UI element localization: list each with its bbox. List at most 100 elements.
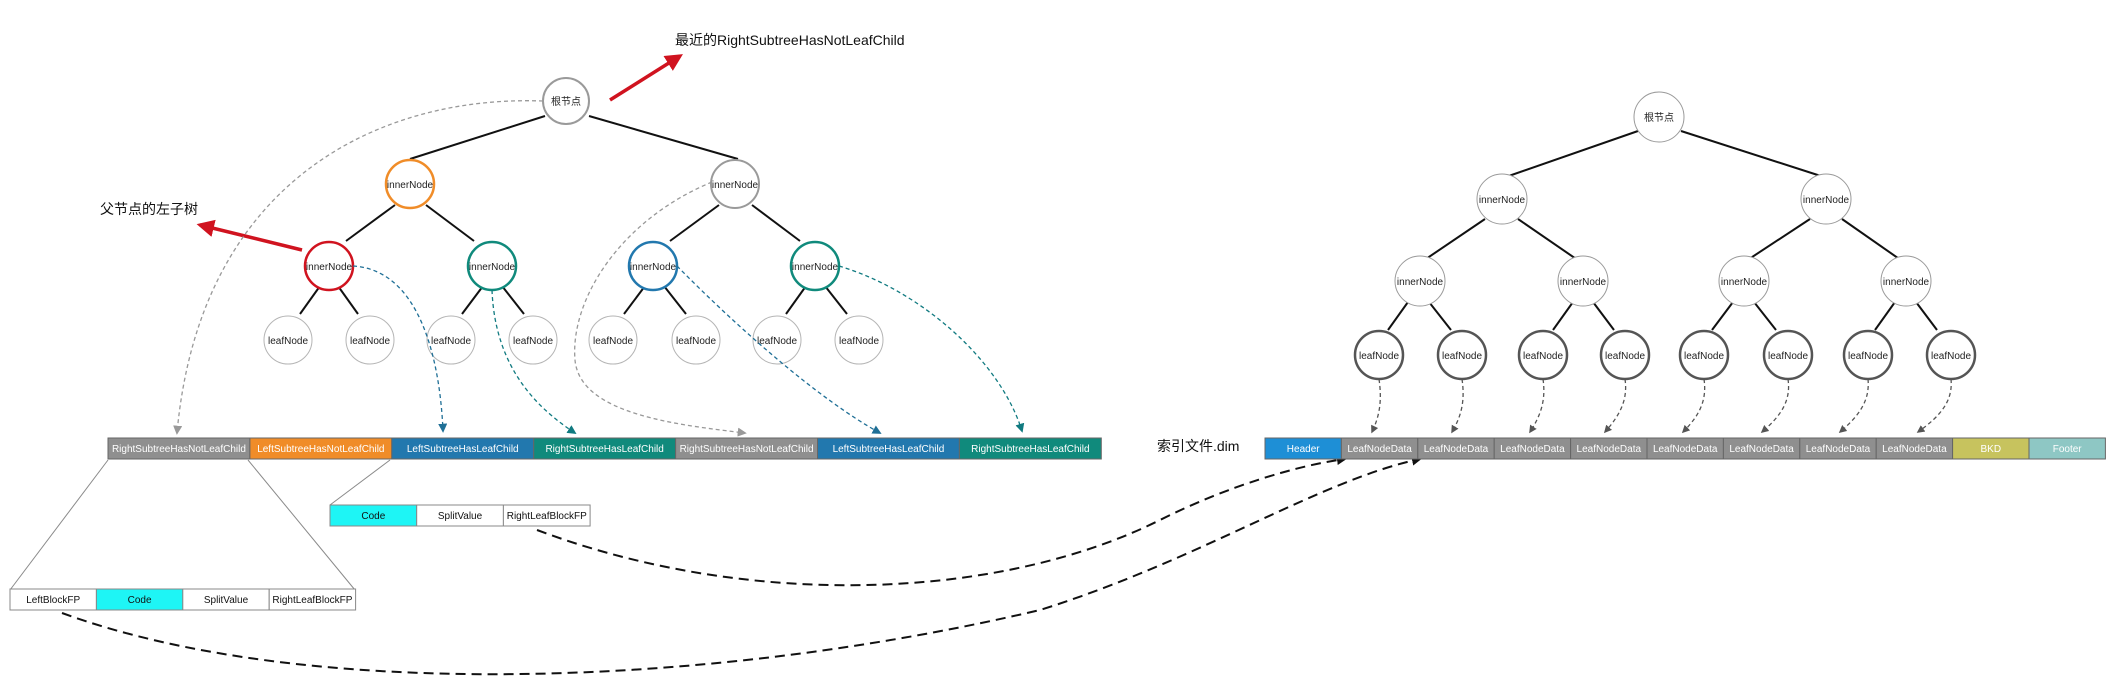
bar-cell: LeafNodeData bbox=[1646, 437, 1724, 460]
bar-cell-label: LeafNodeData bbox=[1577, 444, 1642, 455]
bar-cell-label: SplitValue bbox=[204, 595, 249, 606]
edge bbox=[345, 204, 396, 242]
bar-cell-label: Code bbox=[361, 511, 385, 522]
index-file-bar: Header LeafNodeData LeafNodeData LeafNodeDa… bbox=[1264, 437, 2106, 460]
right-leaf-node: leafNode bbox=[1842, 329, 1894, 381]
bar-cell-bg bbox=[958, 437, 1102, 460]
bar-cell-label: RightSubtreeHasLeafChild bbox=[971, 444, 1089, 455]
left-leaf-node: leafNode bbox=[508, 315, 558, 365]
bar-cell: BKD bbox=[1952, 437, 2030, 460]
node-label: leafNode bbox=[1684, 351, 1724, 362]
left-leaf-node: leafNode bbox=[345, 315, 395, 365]
bar-cell-label: RightLeafBlockFP bbox=[507, 511, 587, 522]
dashed-arrow bbox=[352, 265, 448, 433]
bar-cell: LeftSubtreeHasLeafChild bbox=[391, 437, 535, 460]
bar-cell: LeafNodeData bbox=[1799, 437, 1877, 460]
bar-cell: Code bbox=[329, 504, 418, 527]
bar-cell-label: Footer bbox=[2053, 444, 2083, 455]
node-label: innerNode bbox=[712, 180, 759, 191]
bar-cell-label: RightSubtreeHasNotLeafChild bbox=[112, 444, 246, 455]
node-label: innerNode bbox=[1397, 277, 1444, 288]
bar-cell-bg bbox=[2028, 437, 2106, 460]
edge bbox=[669, 204, 720, 242]
inner-node-detail-bar: Code SplitValue RightLeafBlockFP bbox=[329, 504, 591, 527]
left-leaf-node: leafNode bbox=[263, 315, 313, 365]
node-label: innerNode bbox=[1803, 195, 1850, 206]
bar-cell-label: LeafNodeData bbox=[1653, 444, 1718, 455]
bar-cell-label: RightLeafBlockFP bbox=[272, 595, 352, 606]
bar-cell-label: LeftBlockFP bbox=[26, 595, 80, 606]
bar-cell-label: BKD bbox=[1981, 444, 2002, 455]
edge bbox=[1742, 218, 1811, 264]
bar-cell: RightLeafBlockFP bbox=[268, 588, 357, 611]
edge bbox=[1428, 301, 1452, 331]
right-inner-node: innerNode bbox=[1800, 173, 1852, 225]
dashed-arrow bbox=[1451, 378, 1464, 434]
left-leaf-node: leafNode bbox=[588, 315, 638, 365]
right-leaf-node: leafNode bbox=[1762, 329, 1814, 381]
left-inner-node-red: innerNode bbox=[303, 240, 355, 292]
bar-cell: Code bbox=[95, 588, 184, 611]
edge bbox=[337, 285, 359, 315]
zoom-line bbox=[247, 459, 356, 591]
node-label: leafNode bbox=[1442, 351, 1482, 362]
bar-cell-label: Code bbox=[128, 595, 152, 606]
right-inner-node: innerNode bbox=[1557, 255, 1609, 307]
dashed-arrow bbox=[1916, 378, 1952, 433]
dashed-arrow bbox=[574, 181, 747, 437]
edge bbox=[588, 115, 739, 160]
bar-cell-bg bbox=[502, 504, 591, 527]
bar-cell-label: LeafNodeData bbox=[1882, 444, 1947, 455]
node-label: leafNode bbox=[431, 336, 471, 347]
bar-cell-label: LeafNodeData bbox=[1500, 444, 1565, 455]
left-inner-node-orange: innerNode bbox=[384, 158, 436, 210]
bar-cell: LeftSubtreeHasNotLeafChild bbox=[249, 437, 393, 460]
bar-cell-label: LeafNodeData bbox=[1347, 444, 1412, 455]
right-inner-node: innerNode bbox=[1394, 255, 1446, 307]
edge bbox=[785, 285, 807, 315]
dashed-arrow bbox=[1371, 378, 1381, 434]
zoom-line bbox=[329, 459, 391, 506]
edge bbox=[751, 204, 801, 242]
node-label: leafNode bbox=[839, 336, 879, 347]
left-tree-edges bbox=[299, 115, 848, 315]
edge bbox=[1915, 301, 1938, 331]
node-label: leafNode bbox=[1359, 351, 1399, 362]
bar-cell-label: LeftSubtreeHasNotLeafChild bbox=[257, 444, 384, 455]
edge bbox=[501, 285, 525, 315]
node-label: innerNode bbox=[1560, 277, 1607, 288]
bar-cell: Header bbox=[1264, 437, 1342, 460]
right-leaf-node: leafNode bbox=[1925, 329, 1977, 381]
edge bbox=[425, 204, 475, 242]
bar-cell: Footer bbox=[2028, 437, 2106, 460]
bar-cell: LeafNodeData bbox=[1340, 437, 1419, 460]
right-tree-edges bbox=[1387, 130, 1938, 331]
red-arrow bbox=[196, 219, 303, 252]
bar-cell: RightLeafBlockFP bbox=[502, 504, 591, 527]
edge bbox=[663, 285, 687, 315]
node-label: 根节点 bbox=[551, 95, 581, 108]
bar-cell-bg bbox=[268, 588, 357, 611]
bar-cell-label: SplitValue bbox=[438, 511, 483, 522]
file-pointer-arrows bbox=[61, 455, 1422, 676]
edge bbox=[1874, 301, 1896, 331]
edge bbox=[299, 285, 321, 315]
edge bbox=[1753, 301, 1777, 331]
right-leaf-node: leafNode bbox=[1678, 329, 1730, 381]
dashed-arrow bbox=[1603, 378, 1627, 434]
bar-cell: LeafNodeData bbox=[1722, 437, 1801, 460]
tree-to-bar-connectors bbox=[173, 100, 1025, 437]
dashed-arrow bbox=[536, 455, 1347, 587]
left-root-node: 根节点 bbox=[542, 77, 590, 125]
bar-cell-label: LeafNodeData bbox=[1729, 444, 1794, 455]
left-tree: 根节点 innerNode innerNode innerNode innerN… bbox=[263, 77, 884, 365]
bar-cell-label: RightSubtreeHasLeafChild bbox=[545, 444, 663, 455]
node-label: leafNode bbox=[757, 336, 797, 347]
node-label: leafNode bbox=[593, 336, 633, 347]
annotation-index-file: 索引文件.dim bbox=[1157, 438, 1239, 454]
bar-cell: SplitValue bbox=[416, 504, 504, 527]
right-leaf-node: leafNode bbox=[1436, 329, 1488, 381]
node-label: innerNode bbox=[630, 262, 677, 273]
node-label: innerNode bbox=[387, 180, 434, 191]
left-leaf-node: leafNode bbox=[834, 315, 884, 365]
